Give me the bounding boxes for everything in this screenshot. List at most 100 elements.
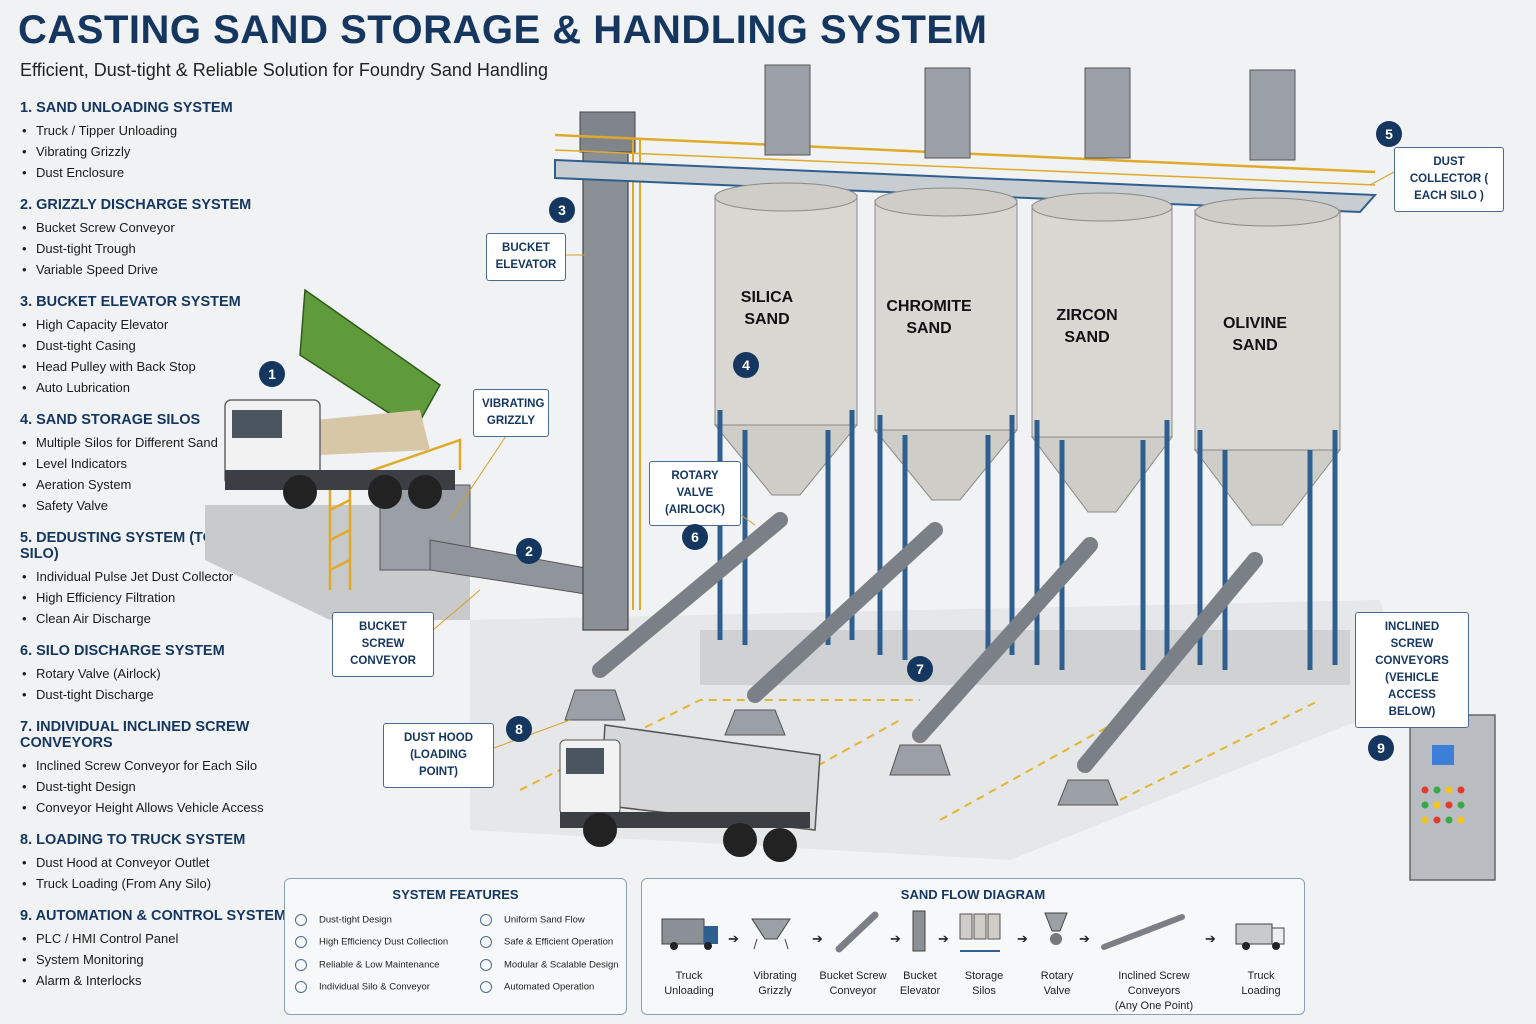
silo-zircon xyxy=(1031,67,1173,670)
bucket-elevator-illustration xyxy=(579,111,641,631)
inclined-conveyor xyxy=(592,512,788,678)
callout-rotary-valve: ROTARY VALVE (AIRLOCK) xyxy=(649,461,741,526)
silo-silica xyxy=(713,64,859,645)
arrow-right-icon: ➔ xyxy=(728,931,739,946)
callout-inclined-screw-conveyors: INCLINED SCREW CONVEYORS (VEHICLE ACCESS… xyxy=(1355,612,1469,728)
loading-truck-illustration xyxy=(559,724,821,862)
callout-bucket-elevator: BUCKET ELEVATOR xyxy=(486,233,566,281)
truck-wheel xyxy=(408,475,442,509)
silo-body xyxy=(1194,209,1341,451)
page-subtitle: Efficient, Dust-tight & Reliable Solutio… xyxy=(20,60,548,80)
dust-hood xyxy=(724,709,786,736)
arrow-right-icon: ➔ xyxy=(890,931,901,946)
marker-1: 1 xyxy=(259,361,285,387)
truck-chassis xyxy=(560,812,810,828)
inclined-conveyor xyxy=(747,522,943,703)
arrow-right-icon: ➔ xyxy=(1079,931,1090,946)
tipper-truck-illustration xyxy=(224,288,455,509)
silo-body xyxy=(714,194,858,426)
section-item: Individual Pulse Jet Dust Collector xyxy=(20,566,310,587)
modules-icon xyxy=(480,959,492,971)
section-item: Dust-tight Trough xyxy=(20,238,310,259)
section-item: System Monitoring xyxy=(20,949,310,970)
section-item: Head Pulley with Back Stop xyxy=(20,356,310,377)
section-heading: 6. SILO DISCHARGE SYSTEM xyxy=(20,643,225,659)
truck-wheel xyxy=(763,828,797,862)
silo-body xyxy=(1031,204,1173,438)
section-item: PLC / HMI Control Panel xyxy=(20,928,310,949)
truck-wheel xyxy=(723,823,757,857)
silo-olivine xyxy=(1193,69,1342,670)
system-sections: 1. SAND UNLOADING SYSTEM Truck / Tipper … xyxy=(20,100,310,1005)
section-item: Bucket Screw Conveyor xyxy=(20,217,310,238)
marker-6: 6 xyxy=(682,524,708,550)
section-item: Clean Air Discharge xyxy=(20,608,310,629)
dust-hood xyxy=(889,744,951,776)
section-item: Dust-tight Casing xyxy=(20,335,310,356)
feature-item: Modular & Scalable Design xyxy=(480,959,619,971)
silos-icon xyxy=(959,913,1001,952)
section-heading: 2. GRIZZLY DISCHARGE SYSTEM xyxy=(20,197,252,213)
marker-4: 4 xyxy=(733,352,759,378)
section-item: Safety Valve xyxy=(20,495,310,516)
grizzly-icon xyxy=(751,918,791,950)
section-item: Auto Lubrication xyxy=(20,377,310,398)
section-item: Dust-tight Discharge xyxy=(20,684,310,705)
loading-hoods xyxy=(564,689,1119,806)
silo-icon xyxy=(295,981,307,993)
truck-wheel xyxy=(283,475,317,509)
marker-3: 3 xyxy=(549,197,575,223)
section-item: Conveyor Height Allows Vehicle Access xyxy=(20,797,310,818)
section-item: Dust-tight Design xyxy=(20,776,310,797)
section-item: Truck / Tipper Unloading xyxy=(20,120,310,141)
feature-item: Safe & Efficient Operation xyxy=(480,936,613,948)
marker-5: 5 xyxy=(1376,121,1402,147)
truck-windshield xyxy=(232,410,282,438)
inclined-conveyor xyxy=(1077,552,1263,773)
section-item: Multiple Silos for Different Sand xyxy=(20,432,310,453)
section-item: Level Indicators xyxy=(20,453,310,474)
gear-icon xyxy=(480,981,492,993)
section-item: High Efficiency Filtration xyxy=(20,587,310,608)
inclined-conveyor-icon xyxy=(1101,914,1185,950)
section-item: Rotary Valve (Airlock) xyxy=(20,663,310,684)
loading-truck-icon xyxy=(1235,923,1285,950)
sand-flow-title: SAND FLOW DIAGRAM xyxy=(900,887,1046,902)
flow-icon xyxy=(480,914,492,926)
system-features-panel: SYSTEM FEATURES Dust-tight Design High E… xyxy=(284,878,627,1015)
marker-8: 8 xyxy=(506,716,532,742)
wrench-icon xyxy=(295,959,307,971)
section-sand-storage-silos: 4. SAND STORAGE SILOS Multiple Silos for… xyxy=(20,412,310,516)
elevator-icon xyxy=(912,910,926,952)
elevator-casing xyxy=(582,139,629,631)
section-heading: 7. INDIVIDUAL INCLINED SCREW CONVEYORS xyxy=(20,719,250,751)
section-item: High Capacity Elevator xyxy=(20,314,310,335)
section-silo-discharge: 6. SILO DISCHARGE SYSTEM Rotary Valve (A… xyxy=(20,643,310,705)
dust-collector-unit xyxy=(764,64,811,156)
section-item: Dust Hood at Conveyor Outlet xyxy=(20,852,310,873)
truck-wheel xyxy=(583,813,617,847)
section-inclined-screw: 7. INDIVIDUAL INCLINED SCREW CONVEYORS I… xyxy=(20,719,310,818)
dust-hood xyxy=(564,689,626,721)
hmi-screen xyxy=(1432,745,1454,765)
section-automation: 9. AUTOMATION & CONTROL SYSTEM PLC / HMI… xyxy=(20,908,310,991)
arrow-right-icon: ➔ xyxy=(812,931,823,946)
dust-collector-unit xyxy=(924,67,971,159)
truck-icon xyxy=(661,918,718,950)
section-item: Vibrating Grizzly xyxy=(20,141,310,162)
shield-icon xyxy=(295,914,307,926)
flow-icons xyxy=(661,910,1285,953)
section-item: Dust Enclosure xyxy=(20,162,310,183)
silo-chromite xyxy=(873,67,1019,660)
section-item: Truck Loading (From Any Silo) xyxy=(20,873,310,894)
elevator-head xyxy=(579,111,636,153)
